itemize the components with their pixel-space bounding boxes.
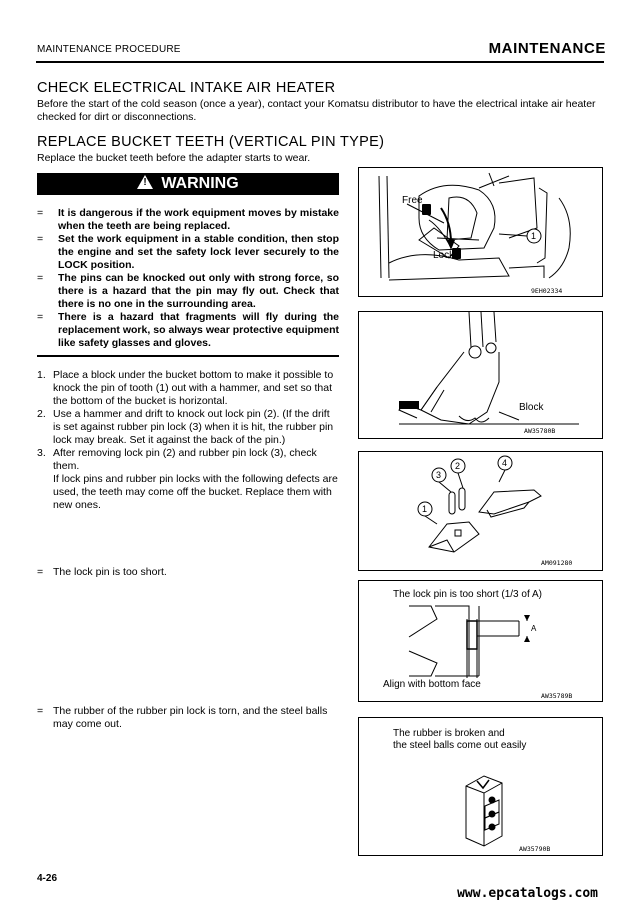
defect-note-torn-rubber: =The rubber of the rubber pin lock is to… (37, 705, 328, 730)
figure-broken-rubber: The rubber is broken and the steel balls… (358, 717, 603, 856)
fig5-code: AW35790B (519, 845, 551, 853)
fig5-label-line1: The rubber is broken and (393, 728, 505, 739)
figure-bucket-block: Block AW35780B (358, 311, 603, 439)
bucket-illustration (398, 312, 579, 425)
procedure-step: 3.After removing lock pin (2) and rubber… (37, 447, 338, 511)
warning-end-rule (37, 355, 339, 357)
fig3-callout-3: 3 (436, 470, 442, 480)
fig3-callout-1: 1 (422, 504, 428, 514)
fig4-code: AW35789B (541, 692, 573, 700)
warning-title: WARNING (161, 175, 239, 192)
warning-item: =The pins can be knocked out only with s… (37, 272, 339, 310)
fig4-label-bottom: Align with bottom face (383, 679, 481, 690)
fig4-label-top: The lock pin is too short (1/3 of A) (393, 589, 542, 600)
teeth-parts-illustration (417, 455, 542, 553)
fig3-code: AM091280 (541, 559, 573, 567)
figure-short-lock-pin: The lock pin is too short (1/3 of A) A A… (358, 580, 603, 702)
figure-safety-lock-lever: Free Lock 1 9EH02334 (358, 167, 603, 297)
warning-item: =It is dangerous if the work equipment m… (37, 207, 339, 232)
fig5-label-line2: the steel balls come out easily (393, 740, 527, 751)
section-title-air-heater: CHECK ELECTRICAL INTAKE AIR HEATER (37, 80, 336, 96)
fig1-callout-1: 1 (531, 231, 537, 241)
procedure-step: 1.Place a block under the bucket bottom … (37, 369, 334, 407)
fig2-code: AW35780B (524, 427, 556, 435)
fig2-label-block: Block (519, 402, 544, 413)
header-section: MAINTENANCE PROCEDURE (37, 44, 181, 55)
figure-teeth-parts: 3 2 4 1 AM091280 (358, 451, 603, 571)
fig1-code: 9EH02334 (531, 287, 563, 295)
section-body-air-heater: Before the start of the cold season (onc… (37, 98, 596, 123)
warning-triangle-icon: ! (137, 175, 154, 189)
header-chapter: MAINTENANCE (488, 40, 606, 57)
fig3-callout-4: 4 (502, 458, 508, 468)
section-body-bucket-teeth: Replace the bucket teeth before the adap… (37, 152, 311, 164)
fig1-label-lock: Lock (433, 250, 455, 261)
warning-item: =There is a hazard that fragments will f… (37, 311, 339, 349)
procedure-steps: 1.Place a block under the bucket bottom … (37, 369, 339, 512)
defect-note-short-pin: =The lock pin is too short. (37, 566, 167, 578)
fig3-callout-2: 2 (455, 461, 461, 471)
broken-rubber-illustration (465, 775, 503, 847)
short-pin-illustration (408, 605, 530, 678)
warning-banner: ! WARNING (37, 173, 339, 195)
procedure-step: 2.Use a hammer and drift to knock out lo… (37, 408, 334, 446)
warning-list: =It is dangerous if the work equipment m… (37, 207, 339, 350)
section-title-bucket-teeth: REPLACE BUCKET TEETH (VERTICAL PIN TYPE) (37, 134, 385, 150)
cab-illustration (378, 172, 571, 281)
fig4-label-a: A (531, 624, 537, 633)
warning-item: =Set the work equipment in a stable cond… (37, 233, 339, 271)
watermark: www.epcatalogs.com (457, 886, 598, 901)
fig1-label-free: Free (402, 195, 423, 206)
page-number: 4-26 (37, 873, 58, 884)
header-rule (36, 61, 604, 63)
